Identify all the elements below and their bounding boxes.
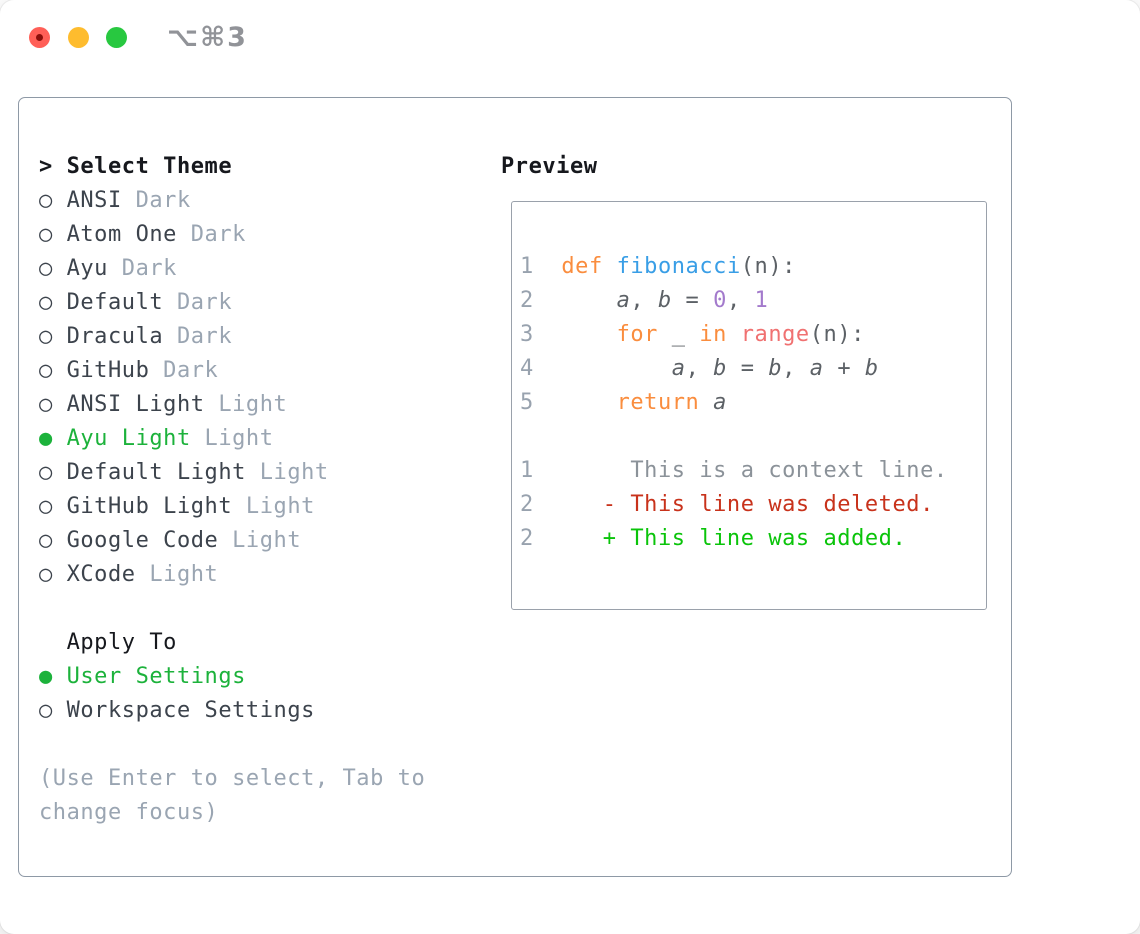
close-button[interactable]: [29, 27, 50, 48]
code-line: 2 - This line was deleted.: [520, 492, 934, 517]
spacer: [39, 592, 425, 626]
theme-option-ayu-light[interactable]: ● Ayu Light Light: [39, 426, 274, 451]
code-line: 2 + This line was added.: [520, 526, 907, 551]
apply-option-workspace-settings[interactable]: ○ Workspace Settings: [39, 698, 315, 723]
preview-box: 1 def fibonacci(n): 2 a, b = 0, 1 3 for _ …: [511, 201, 987, 610]
theme-option-atom-one[interactable]: ○ Atom One Dark: [39, 222, 246, 247]
help-text: (Use Enter to select, Tab to: [39, 766, 426, 791]
theme-option-ansi[interactable]: ○ ANSI Dark: [39, 188, 191, 213]
preview-heading: Preview: [501, 154, 598, 179]
theme-option-google-code[interactable]: ○ Google Code Light: [39, 528, 302, 553]
code-line: 3 for _ in range(n):: [520, 322, 865, 347]
code-line: 5 return a: [520, 390, 727, 415]
theme-option-ayu[interactable]: ○ Ayu Dark: [39, 256, 177, 281]
theme-picker-panel: > Select Theme ○ ANSI Dark ○ Atom One Dark…: [18, 97, 1012, 877]
code-blank-line: [520, 420, 948, 454]
theme-option-dracula[interactable]: ○ Dracula Dark: [39, 324, 233, 349]
theme-option-github-light[interactable]: ○ GitHub Light Light: [39, 494, 315, 519]
code-line: 1 def fibonacci(n):: [520, 254, 796, 279]
theme-option-ansi-light[interactable]: ○ ANSI Light Light: [39, 392, 288, 417]
theme-list: > Select Theme ○ ANSI Dark ○ Atom One Dark…: [39, 150, 425, 830]
code-preview: 1 def fibonacci(n): 2 a, b = 0, 1 3 for _ …: [520, 250, 948, 556]
spacer: [39, 728, 425, 762]
apply-to-header: Apply To: [39, 630, 177, 655]
theme-option-xcode[interactable]: ○ XCode Light: [39, 562, 219, 587]
code-line: 1 This is a context line.: [520, 458, 948, 483]
window-title: ⌥⌘3: [167, 22, 248, 53]
close-dot-icon: [36, 34, 43, 41]
help-text: change focus): [39, 800, 219, 825]
theme-option-github[interactable]: ○ GitHub Dark: [39, 358, 219, 383]
minimize-button[interactable]: [68, 27, 89, 48]
select-theme-header: > Select Theme: [39, 154, 233, 179]
zoom-button[interactable]: [106, 27, 127, 48]
theme-option-default-light[interactable]: ○ Default Light Light: [39, 460, 329, 485]
theme-option-default[interactable]: ○ Default Dark: [39, 290, 233, 315]
code-line: 4 a, b = b, a + b: [520, 356, 879, 381]
code-line: 2 a, b = 0, 1: [520, 288, 769, 313]
apply-option-user-settings[interactable]: ● User Settings: [39, 664, 246, 689]
